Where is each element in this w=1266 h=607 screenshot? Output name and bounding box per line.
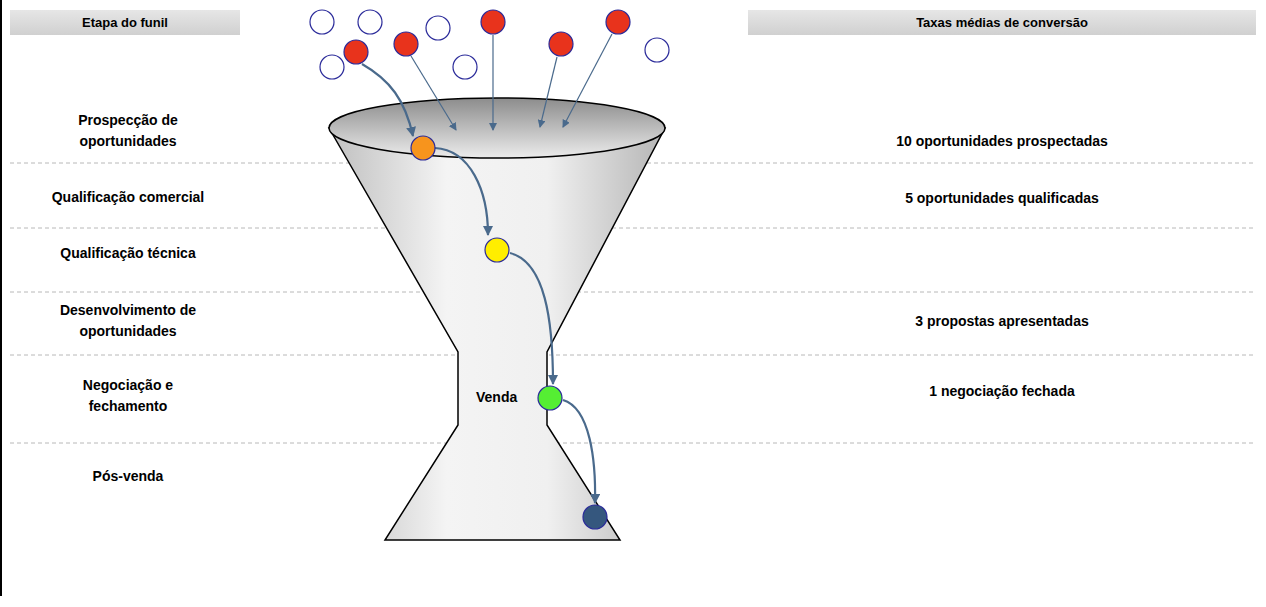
conversion-rate: 3 propostas apresentadas	[802, 311, 1202, 332]
header-bar: Etapa do funil	[10, 10, 240, 35]
stage-name: Qualificação comercial	[8, 187, 248, 208]
stage-name: Desenvolvimento de oportunidades	[38, 300, 218, 342]
funnel-shape: Venda	[300, 0, 700, 560]
stage-name: Prospecção de oportunidades	[53, 110, 203, 152]
header-bar: Taxas médias de conversão	[748, 10, 1256, 35]
stage-label: Venda	[476, 389, 517, 405]
stage-name: Qualificação técnica	[8, 243, 248, 264]
stage-name: Negociação e fechamento	[58, 375, 198, 417]
header-text: Etapa do funil	[82, 15, 168, 30]
header-text: Taxas médias de conversão	[916, 15, 1088, 30]
conversion-rate: 10 oportunidades prospectadas	[802, 131, 1202, 152]
stage-name: Pós-venda	[8, 466, 248, 487]
conversion-rate: 5 oportunidades qualificadas	[802, 188, 1202, 209]
conversion-rate: 1 negociação fechada	[802, 381, 1202, 402]
funnel-illustration	[300, 0, 700, 560]
